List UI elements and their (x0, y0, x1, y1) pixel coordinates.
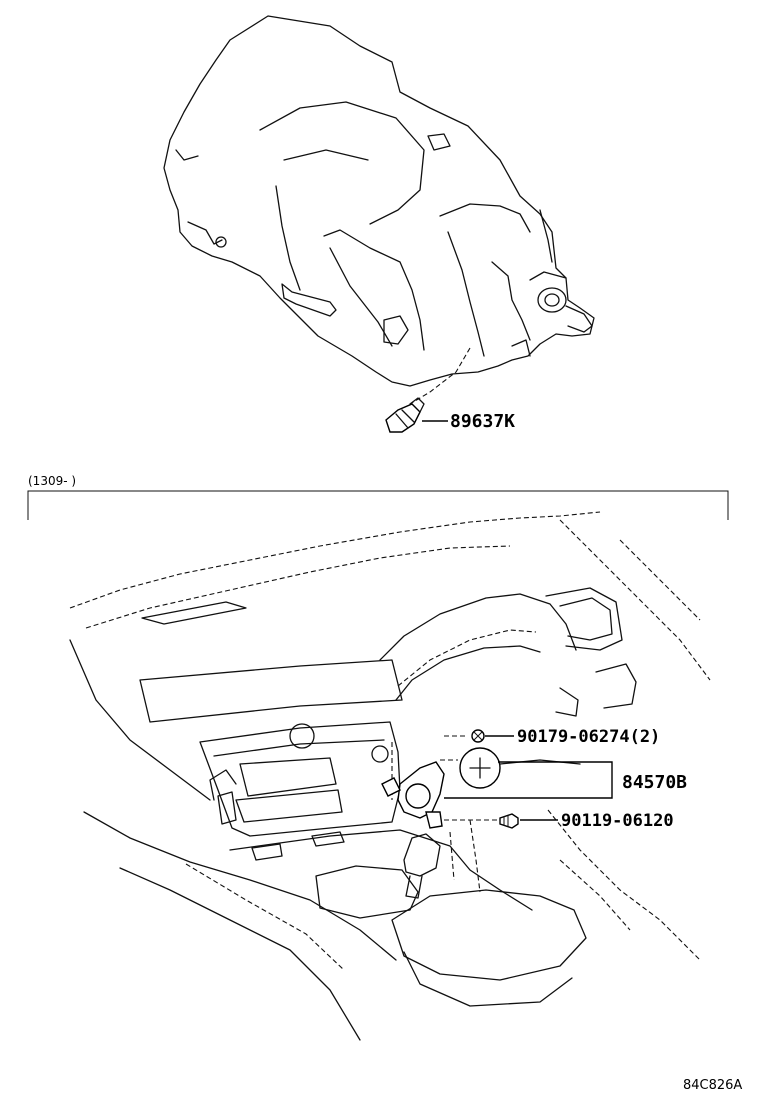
transmission-assembly (163, 15, 595, 405)
bolt-upper-part[interactable] (471, 729, 485, 743)
bolt-lower-part[interactable] (499, 813, 519, 829)
dashboard-assembly (69, 511, 711, 1041)
figure-code: 84C826A (683, 1078, 742, 1093)
date-range-label: (1309- ) (28, 474, 76, 488)
switch-assembly-part[interactable] (381, 747, 581, 829)
bolt-upper-label: 90179-06274(2) (517, 727, 660, 747)
switch-bracket (444, 761, 613, 799)
bolt-lower-label: 90119-06120 (561, 811, 674, 831)
switch-assembly-label: 84570B (622, 772, 687, 793)
speed-sensor-label: 89637K (450, 411, 515, 432)
section-bracket (27, 490, 729, 520)
speed-sensor-part[interactable] (385, 397, 425, 433)
